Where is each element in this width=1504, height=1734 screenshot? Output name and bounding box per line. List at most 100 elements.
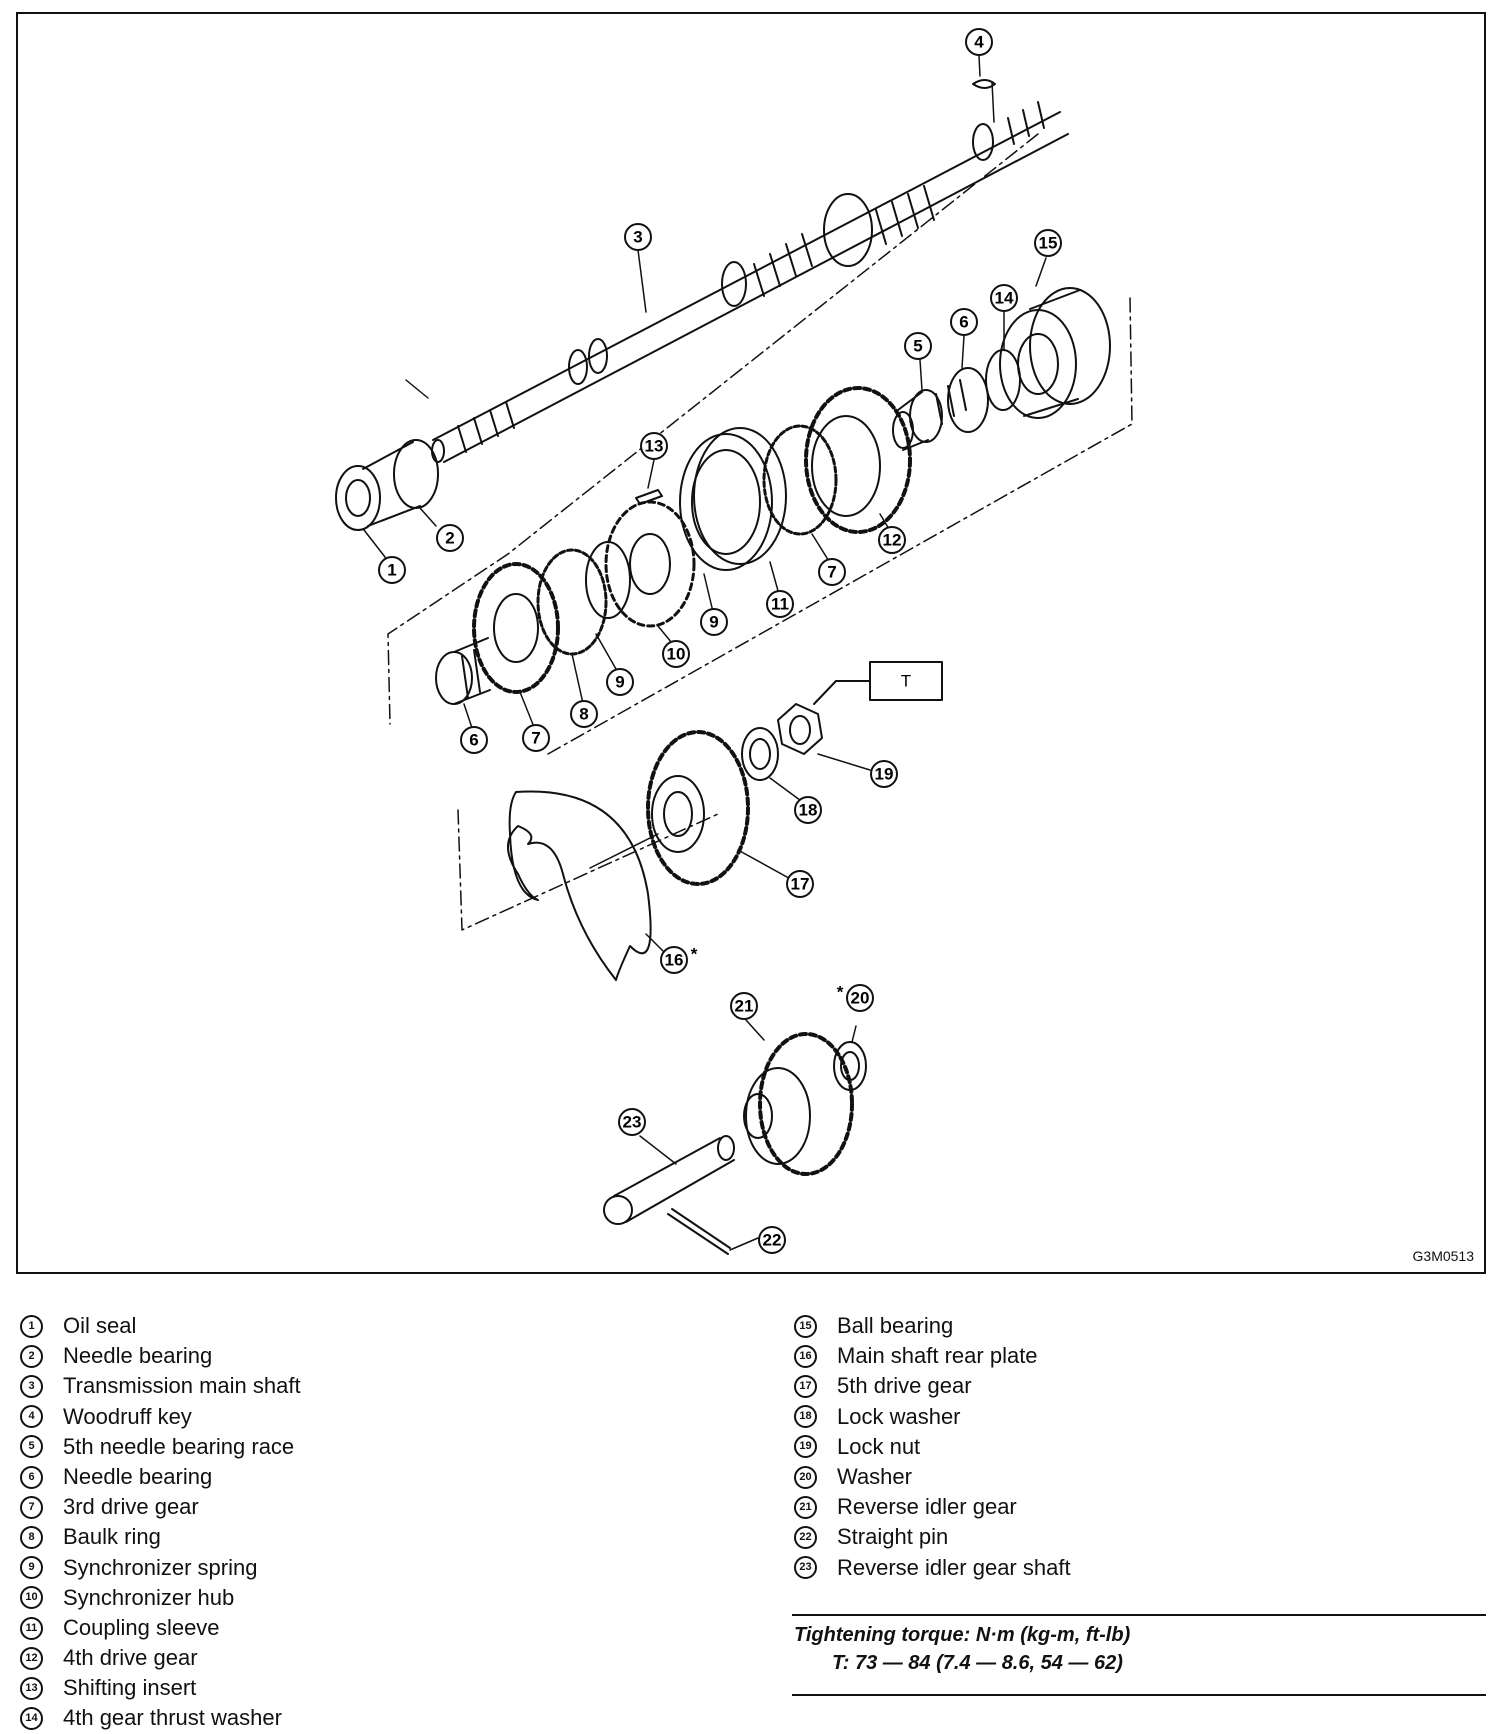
legend-label: Reverse idler gear: [837, 1494, 1017, 1520]
callout-20-asterisk: *: [837, 983, 844, 1002]
legend-label: 5th drive gear: [837, 1373, 972, 1399]
svg-text:11: 11: [771, 595, 789, 614]
svg-text:16: 16: [665, 951, 684, 970]
assembly-boundary-lines: [387, 133, 1133, 931]
lower-baulk-ring: [536, 548, 608, 656]
callout-6: 6: [950, 308, 978, 336]
legend-label: Reverse idler gear shaft: [837, 1554, 1071, 1580]
legend-number: 10: [20, 1586, 43, 1610]
legend-number: 14: [20, 1707, 43, 1731]
legend-number: 1: [20, 1314, 43, 1338]
callout-11: 11: [766, 590, 794, 618]
svg-text:6: 6: [469, 731, 478, 750]
svg-text:12: 12: [883, 531, 902, 550]
callout-16: 16: [660, 946, 688, 974]
callout-6-lower: 6: [460, 726, 488, 754]
exploded-diagram-frame: 4 3 15 14 6 5 13 2 1 12 7 11 9 10 9 8 7 …: [16, 12, 1486, 1274]
legend-number: 5: [20, 1435, 43, 1459]
legend-number: 23: [794, 1556, 817, 1580]
legend-label: Needle bearing: [63, 1343, 213, 1369]
legend-label: 3rd drive gear: [63, 1494, 199, 1520]
svg-text:23: 23: [623, 1113, 642, 1132]
svg-text:2: 2: [445, 529, 454, 548]
legend-number: 18: [794, 1405, 817, 1429]
callout-18: 18: [794, 796, 822, 824]
callout-5: 5: [904, 332, 932, 360]
svg-text:10: 10: [667, 645, 686, 664]
svg-text:3: 3: [633, 228, 642, 247]
legend-label: Needle bearing: [63, 1464, 213, 1490]
legend-number: 4: [20, 1405, 43, 1429]
callout-7-upper: 7: [818, 558, 846, 586]
fourth-drive-gear: [804, 386, 912, 534]
legend-number: 11: [20, 1616, 43, 1640]
legend-label: Lock nut: [837, 1433, 921, 1459]
legend-label: Washer: [837, 1464, 912, 1490]
callout-4: 4: [965, 28, 993, 56]
synchronizer-hub: [604, 500, 696, 628]
torque-bottom-rule: [792, 1694, 1486, 1696]
callout-9-upper: 9: [700, 608, 728, 636]
legend-number: 3: [20, 1375, 43, 1399]
torque-heading: Tightening torque: N·m (kg-m, ft-lb): [794, 1624, 1131, 1646]
legend-number: 6: [20, 1465, 43, 1489]
callout-14: 14: [990, 284, 1018, 312]
legend-number: 8: [20, 1526, 43, 1549]
svg-text:7: 7: [827, 563, 836, 582]
svg-text:22: 22: [763, 1231, 782, 1250]
legend-number: 21: [794, 1495, 817, 1519]
legend-item: 4 Woodruff key: [20, 1401, 301, 1431]
rear-needle-bearing: [935, 367, 989, 433]
callout-7-lower: 7: [522, 724, 550, 752]
reverse-idler-gear: [743, 1032, 854, 1176]
legend-item: 21 Reverse idler gear: [794, 1491, 1071, 1521]
legend-label: Lock washer: [837, 1403, 961, 1429]
legend-item: 19 Lock nut: [794, 1431, 1071, 1461]
callout-15: 15: [1034, 229, 1062, 257]
needle-bearing-race: [892, 389, 943, 451]
straight-pin: [667, 1208, 731, 1255]
legend-label: Ball bearing: [837, 1313, 954, 1339]
legend-item: 17 5th drive gear: [794, 1370, 1071, 1400]
thrust-washer: [985, 349, 1021, 411]
legend-label: Oil seal: [63, 1313, 137, 1339]
svg-text:7: 7: [531, 729, 540, 748]
svg-text:9: 9: [709, 613, 718, 632]
svg-text:5: 5: [913, 337, 922, 356]
lower-needle-bearing: [435, 637, 491, 705]
legend-label: Straight pin: [837, 1524, 949, 1550]
svg-text:6: 6: [959, 313, 968, 332]
legend-number: 19: [794, 1435, 817, 1459]
legend-label: Synchronizer hub: [63, 1584, 235, 1610]
svg-text:8: 8: [579, 705, 588, 724]
legend-label: 4th drive gear: [63, 1645, 198, 1671]
legend-number: 7: [20, 1495, 43, 1519]
legend-item: 7 3rd drive gear: [20, 1491, 301, 1521]
legend-item: 6 Needle bearing: [20, 1461, 301, 1491]
svg-text:4: 4: [974, 33, 984, 52]
callout-17: 17: [786, 870, 814, 898]
callouts: 4 3 15 14 6 5 13 2 1 12 7 11 9 10 9 8 7 …: [378, 28, 1062, 1254]
front-needle-bearing: [362, 439, 439, 527]
leader-lines: [363, 55, 1047, 1251]
exploded-diagram: 4 3 15 14 6 5 13 2 1 12 7 11 9 10 9 8 7 …: [335, 28, 1133, 1255]
callout-22: 22: [758, 1226, 786, 1254]
lock-washer: [741, 727, 779, 781]
legend-number: 17: [794, 1375, 817, 1399]
legend-item: 18 Lock washer: [794, 1401, 1071, 1431]
svg-text:1: 1: [387, 561, 396, 580]
callout-2: 2: [436, 524, 464, 552]
legend-item: 10 Synchronizer hub: [20, 1582, 301, 1612]
legend-number: 9: [20, 1556, 43, 1580]
callout-9-lower: 9: [606, 668, 634, 696]
callout-10: 10: [662, 640, 690, 668]
legend-label: Woodruff key: [63, 1403, 192, 1429]
